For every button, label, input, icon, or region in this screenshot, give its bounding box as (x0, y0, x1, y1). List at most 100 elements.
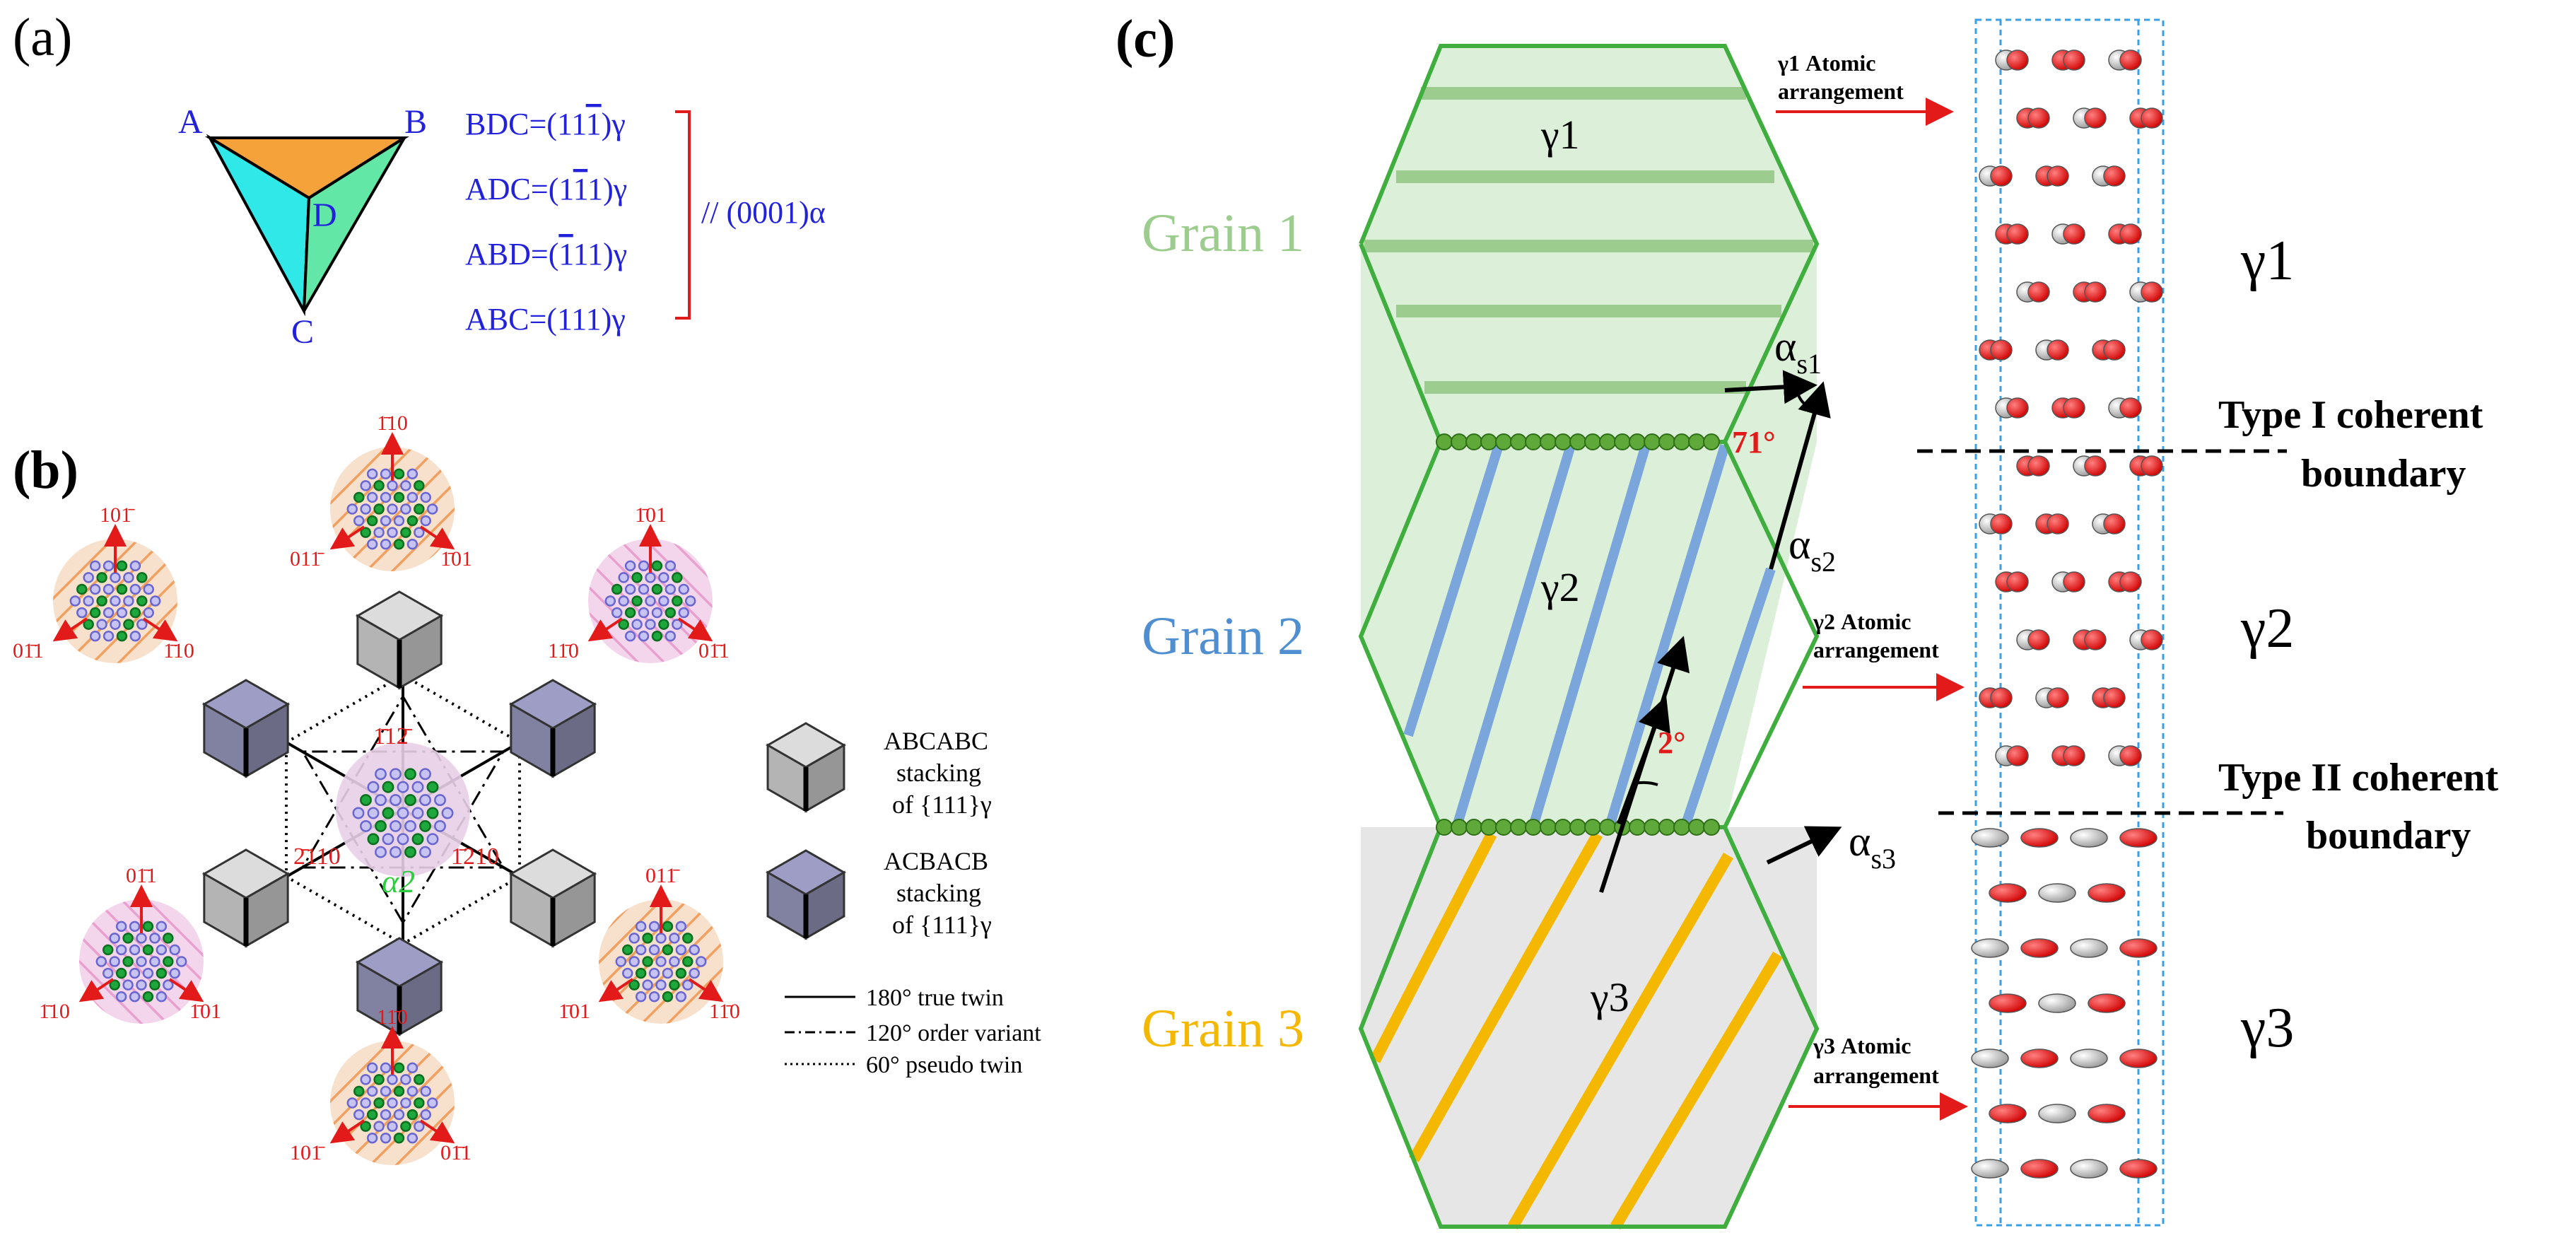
lattice-atom (69, 595, 81, 607)
lattice-atom (669, 979, 680, 991)
atomic-column (1971, 18, 2165, 1227)
lattice-atom (129, 991, 141, 1003)
legend-abc-line2: stacking (896, 759, 981, 787)
lattice-atom (419, 768, 431, 781)
lattice-atom (380, 1085, 392, 1097)
direction-arrow (329, 525, 365, 550)
lattice-atom (366, 538, 378, 550)
lattice-atom (89, 560, 101, 572)
lattice-atom (689, 967, 700, 979)
center-left-label: 2̄110 (293, 843, 341, 870)
direction-arrow (688, 978, 724, 1003)
lattice-atom (387, 480, 398, 491)
lattice-atom (393, 1109, 405, 1121)
lattice-atom (631, 619, 643, 630)
lattice-atom (622, 967, 633, 979)
type1-label-line1: Type I coherent (2218, 393, 2483, 437)
boundary-dot (1673, 433, 1690, 450)
lattice-atom (375, 794, 387, 807)
lattice-atom (122, 933, 134, 944)
direction-arrow (419, 1119, 455, 1144)
circle-dir-label: 011̄ (645, 864, 680, 887)
legend-order-variant: 120° order variant (866, 1020, 1041, 1046)
cube-upleft (201, 679, 291, 778)
lattice-atom (645, 595, 656, 607)
lattice-atom (380, 468, 392, 480)
circle-dir-label: 01̄1 (126, 864, 157, 887)
lattice-atom (406, 538, 418, 550)
lattice-atom (129, 921, 141, 933)
plane-adc: ADC=(111)γ (465, 172, 627, 206)
coherent-boundary-dots (1436, 433, 1720, 836)
grain2-label: Grain 2 (1142, 607, 1304, 666)
lattice-atom (426, 807, 439, 819)
plane-bdc: BDC=(111)γ (465, 107, 626, 141)
lattice-atom (373, 503, 385, 515)
lattice-atom (414, 503, 425, 515)
lattice-atom (624, 583, 636, 595)
parallel-label: // (0001)α (701, 195, 826, 230)
lattice-atom (414, 1074, 425, 1085)
legend-cube-purple-shape (766, 849, 846, 940)
panel-b: (b) 1̄12̄ 2̄110 1̄210 α2 1̄10011̄1̄01101… (13, 411, 1041, 1165)
lattice-atom (353, 1109, 365, 1121)
circle-right-label: 11̄0 (709, 1000, 740, 1023)
circle-left-label: 101̄ (290, 1141, 325, 1164)
lattice-atom (122, 956, 134, 967)
lattice-atom (638, 560, 650, 572)
lattice-atom (387, 527, 398, 538)
lattice-atom (110, 572, 121, 583)
circle-left-label: 1̄10 (39, 1000, 70, 1023)
lattice-atom (360, 1097, 371, 1109)
lattice-atom (163, 956, 174, 967)
lattice-atom (414, 1121, 425, 1132)
lattice-atom (648, 921, 660, 933)
lattice-atom (406, 1132, 418, 1144)
lattice-atom (631, 595, 643, 607)
vertex-a: A (178, 103, 203, 141)
boundary-dot (1465, 433, 1482, 450)
circle-right-label: 01̄1 (698, 639, 730, 662)
boundary-dot (1480, 433, 1497, 450)
lattice-atom (648, 967, 660, 979)
lattice-atom (103, 560, 115, 572)
lattice-atom (149, 979, 160, 991)
lattice-atom (618, 572, 629, 583)
lattice-atom (366, 491, 378, 503)
lattice-atom (420, 1109, 431, 1121)
lattice-atom (142, 967, 154, 979)
boundary-dot (1569, 433, 1586, 450)
lattice-atom (115, 967, 127, 979)
circle-left-label: 011̄ (290, 547, 324, 571)
direction-arrow (598, 978, 634, 1003)
lattice-atom (615, 956, 627, 967)
lattice-atom (149, 933, 160, 944)
boundary-dot (1436, 819, 1453, 836)
lattice-atom (645, 572, 656, 583)
lattice-atom (651, 630, 663, 642)
lattice-atom (110, 619, 121, 630)
cube-upright (508, 679, 597, 778)
lattice-atom (689, 944, 700, 956)
lattice-atom (682, 933, 693, 944)
grain2-lamellae (1403, 443, 1776, 826)
lattice-atom (669, 956, 680, 967)
lattice-atom (406, 491, 418, 503)
lattice-atom (695, 956, 707, 967)
boundary-dot (1510, 433, 1527, 450)
lattice-atom (115, 991, 127, 1003)
circle-left-label: 01̄1 (13, 639, 44, 662)
lattice-atom (373, 527, 385, 538)
lattice-atom (434, 794, 446, 807)
lattice-atom (393, 1062, 405, 1074)
vertex-c: C (291, 313, 314, 351)
lattice-atom (426, 503, 438, 515)
lattice-atom (175, 956, 187, 967)
angle-71: 71° (1732, 425, 1776, 460)
boundary-dot (1451, 819, 1468, 836)
right-gamma2: γ2 (2240, 597, 2294, 660)
lattice-atom (404, 846, 416, 858)
lattice-atom (400, 1074, 411, 1085)
lattice-atom (426, 781, 439, 793)
